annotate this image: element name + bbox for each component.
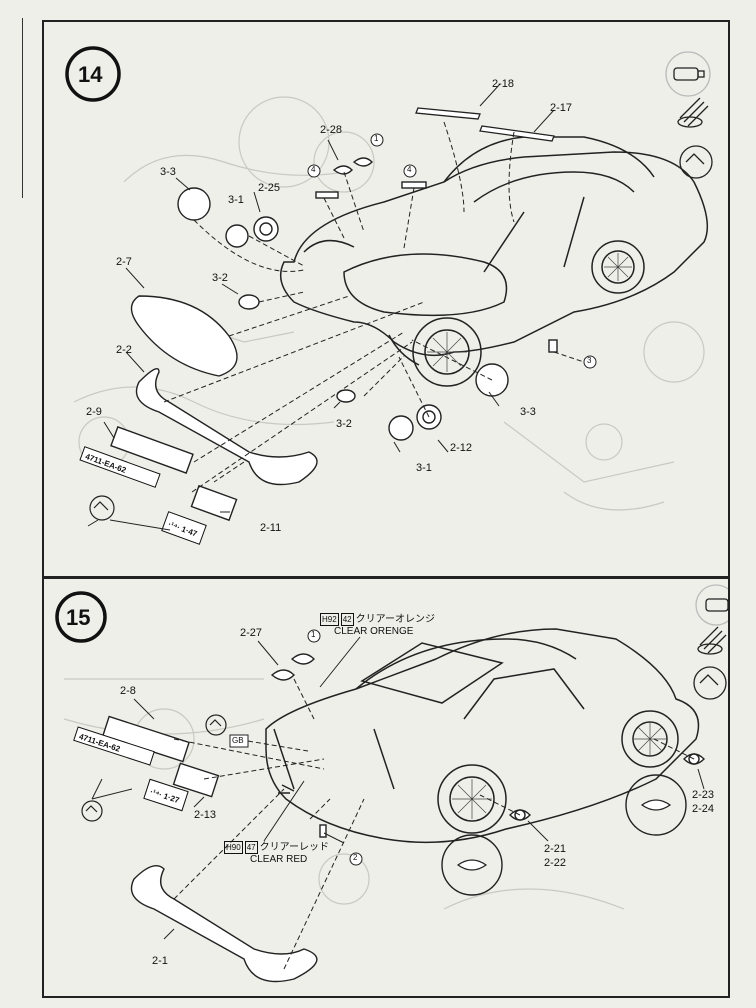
- wheel-spokes: [427, 253, 632, 372]
- side-reflector-part: [319, 824, 327, 838]
- step-14-number: 14: [78, 62, 103, 87]
- leader-lines: [87, 83, 555, 531]
- part-label-2-7: 2-7: [116, 256, 132, 268]
- paint-name-en-orange: CLEAR ORENGE: [334, 626, 414, 637]
- part-label-2-23: 2-23: [692, 789, 715, 801]
- part-label-2-18: 2-18: [492, 78, 515, 90]
- step-15-number: 15: [66, 605, 91, 630]
- circled-number-4a-text: 4: [311, 165, 316, 174]
- circled-number-3: [583, 355, 597, 369]
- part-label-2-1: 2-1: [152, 955, 168, 967]
- part-label-2-11: 2-11: [260, 522, 282, 534]
- circled-number-4b-text: 4: [407, 165, 412, 174]
- headlight-lens-3-3: [177, 187, 211, 221]
- paint-name-en-red: CLEAR RED: [250, 854, 308, 865]
- wiper-parts: [415, 107, 555, 142]
- paint-name-jp-orange: クリアーオレンジ: [355, 614, 435, 625]
- part-label-2-22: 2-22: [544, 857, 567, 869]
- rear-plate-decal: ·¹⁴· 1·47: [161, 511, 207, 545]
- brush-paint-icon: [677, 97, 709, 128]
- part-label-2-28: 2-28: [320, 124, 343, 136]
- circled-number-1: [370, 133, 384, 147]
- step-14-drawing: 4711-EA-62 ·¹⁴· 1·47: [65, 46, 713, 545]
- step-14-number-badge: [65, 46, 121, 102]
- badge-parts-2-27: [270, 653, 315, 681]
- circled-number-1-text: 1: [374, 134, 379, 143]
- detail-circle-2-23: [625, 774, 687, 836]
- glue-tube-icon-15: [695, 584, 728, 626]
- part-label-3-3-right: 3-3: [520, 406, 536, 418]
- part-label-2-12: 2-12: [450, 442, 473, 454]
- wheel-spokes-15: [452, 723, 666, 819]
- part-label-2-21: 2-21: [544, 843, 567, 855]
- circled-number-4a: [307, 164, 321, 178]
- decal-icon-15: [693, 666, 727, 700]
- step-14-panel: 4711-EA-62 ·¹⁴· 1·47: [42, 20, 730, 578]
- part-label-2-17: 2-17: [550, 102, 573, 114]
- grille-2-7: [130, 295, 238, 377]
- step-15-number-badge: [55, 591, 107, 643]
- bumper-2-2: [135, 368, 318, 486]
- circled-number-2-15-text: 2: [353, 853, 358, 862]
- paint-code-h92: H92: [320, 613, 339, 626]
- part-label-2-27: 2-27: [240, 627, 263, 639]
- car-body-front-view: [279, 136, 709, 387]
- decal-icon-15-rear: [81, 800, 103, 822]
- indicator-lens-3-2: [238, 294, 260, 310]
- decal-icon-15-front: [205, 714, 227, 736]
- assembly-guide-lines-15: [173, 678, 695, 970]
- plate-holder-2-9: [110, 426, 194, 474]
- paint-code-h90: H90: [224, 841, 243, 854]
- plate-holder-2-11: [190, 484, 238, 522]
- part-label-2-25: 2-25: [258, 182, 281, 194]
- badge-parts: [315, 157, 427, 199]
- brush-paint-icon-15: [697, 626, 727, 655]
- circled-number-2-15: [349, 852, 363, 866]
- paint-name-jp-red: クリアーレッド: [259, 842, 329, 853]
- exhaust-tips: [278, 784, 295, 794]
- background-ghost-lines: [73, 96, 705, 511]
- side-badge-part: [548, 339, 558, 353]
- circled-number-3-text: 3: [587, 356, 592, 365]
- circled-number-1-15-text: 1: [311, 630, 316, 639]
- paint-code-47: 47: [244, 841, 258, 854]
- rear-plate-decal-15: ·¹⁴· 1·27: [143, 778, 189, 812]
- part-label-2-24: 2-24: [692, 803, 715, 815]
- paint-code-42: 42: [340, 613, 354, 626]
- part-label-2-9: 2-9: [86, 406, 102, 418]
- headlight-reflector-3-1-right: [388, 415, 414, 441]
- headlight-reflector-3-1: [225, 224, 249, 248]
- part-label-3-1: 3-1: [228, 194, 244, 206]
- step-15-panel: 4711-EA-62 ·¹⁴· 1·27: [42, 578, 730, 998]
- previous-page-edge: [0, 18, 23, 198]
- leader-lines-15: [91, 636, 705, 940]
- step-15-drawing: 4711-EA-62 ·¹⁴· 1·27: [55, 584, 728, 983]
- part-label-2-2: 2-2: [116, 344, 132, 356]
- decal-icon: [679, 145, 713, 179]
- headlight-bezel-2-25: [253, 216, 279, 242]
- part-label-3-3: 3-3: [160, 166, 176, 178]
- detail-wing-nut-shapes: [456, 799, 672, 871]
- part-label-2-13: 2-13: [194, 809, 217, 821]
- car-body-rear-view: [265, 628, 700, 844]
- circled-number-1-15: [307, 629, 321, 643]
- plate-holder-2-13: [172, 762, 220, 798]
- bumper-2-1: [130, 865, 318, 983]
- front-plate-decal-15: 4711-EA-62: [73, 726, 155, 766]
- indicator-lens-3-2-right: [336, 389, 356, 403]
- wing-nut-2-21: [509, 809, 531, 821]
- part-label-3-2-right: 3-2: [336, 418, 352, 430]
- assembly-guide-lines: [163, 121, 585, 493]
- detail-circle-2-21: [441, 834, 503, 896]
- circled-number-4b: [403, 164, 417, 178]
- part-label-3-2: 3-2: [212, 272, 228, 284]
- part-label-3-1-right: 3-1: [416, 462, 432, 474]
- decal-icon-step14: [89, 495, 115, 521]
- gb-badge-text: GB: [232, 736, 244, 745]
- part-label-2-8: 2-8: [120, 685, 136, 697]
- glue-tube-icon: [665, 51, 711, 97]
